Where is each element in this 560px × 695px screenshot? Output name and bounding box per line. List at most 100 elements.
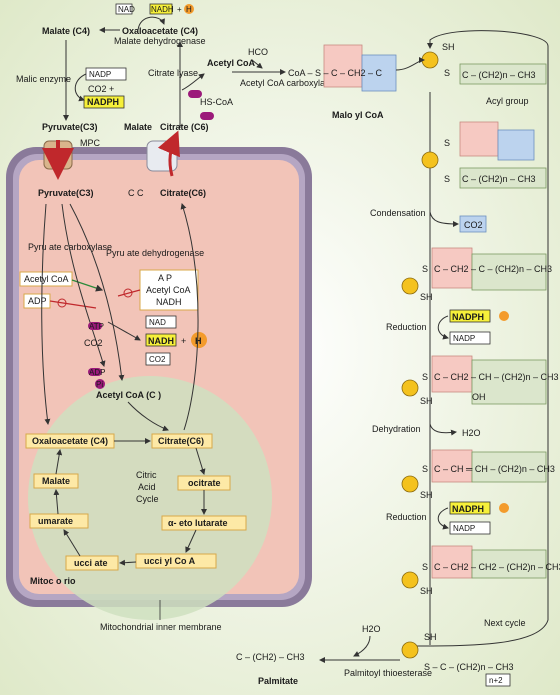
svg-text:S: S [444, 68, 450, 78]
svg-text:S: S [422, 372, 428, 382]
svg-text:Cycle: Cycle [136, 494, 159, 504]
svg-text:SH: SH [420, 396, 433, 406]
cc-label: C C [128, 188, 144, 198]
h2o-final-label: H2O [362, 624, 381, 634]
acyl-group-box [459, 63, 547, 85]
next-cycle-label: Next cycle [484, 618, 526, 628]
svg-text:A P: A P [158, 273, 172, 283]
nadh-box [149, 3, 173, 15]
svg-text:NADPH: NADPH [452, 504, 484, 514]
svg-text:NAD: NAD [149, 318, 166, 327]
nadph-fas-box-2 [449, 501, 491, 515]
pyruvate-carboxylase-label: Pyru ate carboxylase [28, 242, 112, 252]
nadph-label-cytosol: NADPH [87, 97, 119, 107]
svg-text:ADP: ADP [89, 368, 105, 377]
svg-text:SH: SH [420, 292, 433, 302]
svg-text:Acid: Acid [138, 482, 156, 492]
svg-text:S – C – (CH2)n – CH3: S – C – (CH2)n – CH3 [424, 662, 514, 672]
svg-text:H2O: H2O [462, 428, 481, 438]
svg-text:SH: SH [420, 490, 433, 500]
hco3-label: HCO [248, 47, 268, 57]
svg-text:ATP: ATP [89, 322, 104, 331]
acp-icon-2 [421, 151, 439, 169]
svg-text:Malate: Malate [42, 476, 70, 486]
pyruvate-to-oaa-path [61, 203, 106, 367]
svg-text:SH: SH [424, 632, 437, 642]
h-plus-label: H [186, 5, 192, 14]
svg-text:Citric: Citric [136, 470, 157, 480]
tca-citrate-box [151, 433, 213, 449]
pyruvate-dehydrogenase-label: Pyru ate dehydrogenase [106, 248, 204, 258]
acp-icon-4 [401, 379, 419, 397]
citrate-efflux-path [180, 203, 199, 431]
svg-text:C – (CH2)n – CH3: C – (CH2)n – CH3 [462, 174, 536, 184]
citrate-c6-cytosol-label: Citrate (C6) [160, 122, 209, 132]
svg-text:OH: OH [472, 392, 486, 402]
pyruvate-c3-mito-label: Pyruvate(C3) [38, 188, 94, 198]
svg-text:Citrate(C6): Citrate(C6) [158, 436, 204, 446]
tca-fumarate-box [29, 513, 89, 529]
svg-text:S: S [422, 562, 428, 572]
svg-text:α- eto lutarate: α- eto lutarate [168, 518, 228, 528]
reduction-label-2: Reduction [386, 512, 427, 522]
co2-fas-box [459, 215, 487, 233]
acetyl-coa-cytosol-label: Acetyl CoA [207, 58, 256, 68]
svg-text:umarate: umarate [38, 516, 73, 526]
malate-c4-label: Malate (C4) [42, 26, 90, 36]
co2-mito-box [145, 352, 171, 366]
svg-text:ocitrate: ocitrate [188, 478, 221, 488]
malonyl-coa-formula: CoA – S – C – CH2 – C [288, 68, 383, 78]
pi-circle [95, 379, 105, 389]
acp-icon-final [401, 641, 419, 659]
svg-text:S: S [422, 264, 428, 274]
svg-text:CO2: CO2 [84, 338, 103, 348]
nadph-box-cytosol [83, 95, 125, 109]
condensation-label: Condensation [370, 208, 426, 218]
svg-text:ucci ate: ucci ate [74, 558, 108, 568]
svg-text:H: H [195, 336, 202, 346]
acp-icon-5 [401, 475, 419, 493]
acetyl-coa-activator-label: Acetyl CoA [24, 274, 69, 284]
citrate-carrier-arrow [157, 130, 180, 177]
reduction-label-1: Reduction [386, 322, 427, 332]
next-cycle-loop [411, 30, 549, 647]
acp-icon-3 [401, 277, 419, 295]
svg-text:SH: SH [442, 42, 455, 52]
acyl-group-label: Acyl group [486, 96, 529, 106]
svg-text:C – CH ═ CH – (CH2)n – CH3: C – CH ═ CH – (CH2)n – CH3 [434, 464, 555, 474]
svg-text:C – (CH2)n – CH3: C – (CH2)n – CH3 [462, 70, 536, 80]
svg-text:NADH: NADH [148, 336, 174, 346]
hs-coa-label: HS-CoA [200, 97, 233, 107]
nadh-mito-box [145, 333, 177, 347]
svg-text:S: S [444, 174, 450, 184]
h-plus-circle [184, 4, 194, 14]
acp-icon-6 [401, 571, 419, 589]
svg-text:Pi: Pi [96, 380, 103, 389]
svg-text:NADPH: NADPH [452, 312, 484, 322]
palmitate-label: Palmitate [258, 676, 298, 686]
svg-text:NADH: NADH [156, 297, 182, 307]
inner-membrane-label: Mitochondrial inner membrane [100, 622, 222, 632]
nad-mito-box [145, 315, 177, 329]
svg-text:+: + [181, 336, 186, 346]
nadp-fas-box-2 [449, 521, 491, 535]
nad-curve-arrow [137, 16, 165, 31]
svg-text:CO2: CO2 [464, 220, 483, 230]
svg-text:C – CH2 – CH – (CH2)n – CH3: C – CH2 – CH – (CH2)n – CH3 [434, 372, 559, 382]
pdh-inhibitor-box [139, 269, 199, 311]
malonyl-blue-box [361, 54, 397, 92]
oxaloacetate-c4-label: Oxaloacetate (C4) [122, 26, 198, 36]
malic-enzyme-label: Malic enzyme [16, 74, 71, 84]
palmitate-formula: C – (CH2) – CH3 [236, 652, 305, 662]
palmitoyl-thioesterase-label: Palmitoyl thioesterase [344, 668, 432, 678]
nadh-label: NADH [151, 5, 174, 14]
malate-cytosol-label: Malate [124, 122, 152, 132]
svg-text:NADP: NADP [453, 524, 475, 533]
nad-plus-label: NAD [118, 5, 135, 14]
tca-alpha-kg-box [161, 515, 247, 531]
adp-pill-mito [88, 368, 102, 376]
citrate-c6-mito-label: Citrate(C6) [160, 188, 206, 198]
svg-text:S: S [422, 464, 428, 474]
